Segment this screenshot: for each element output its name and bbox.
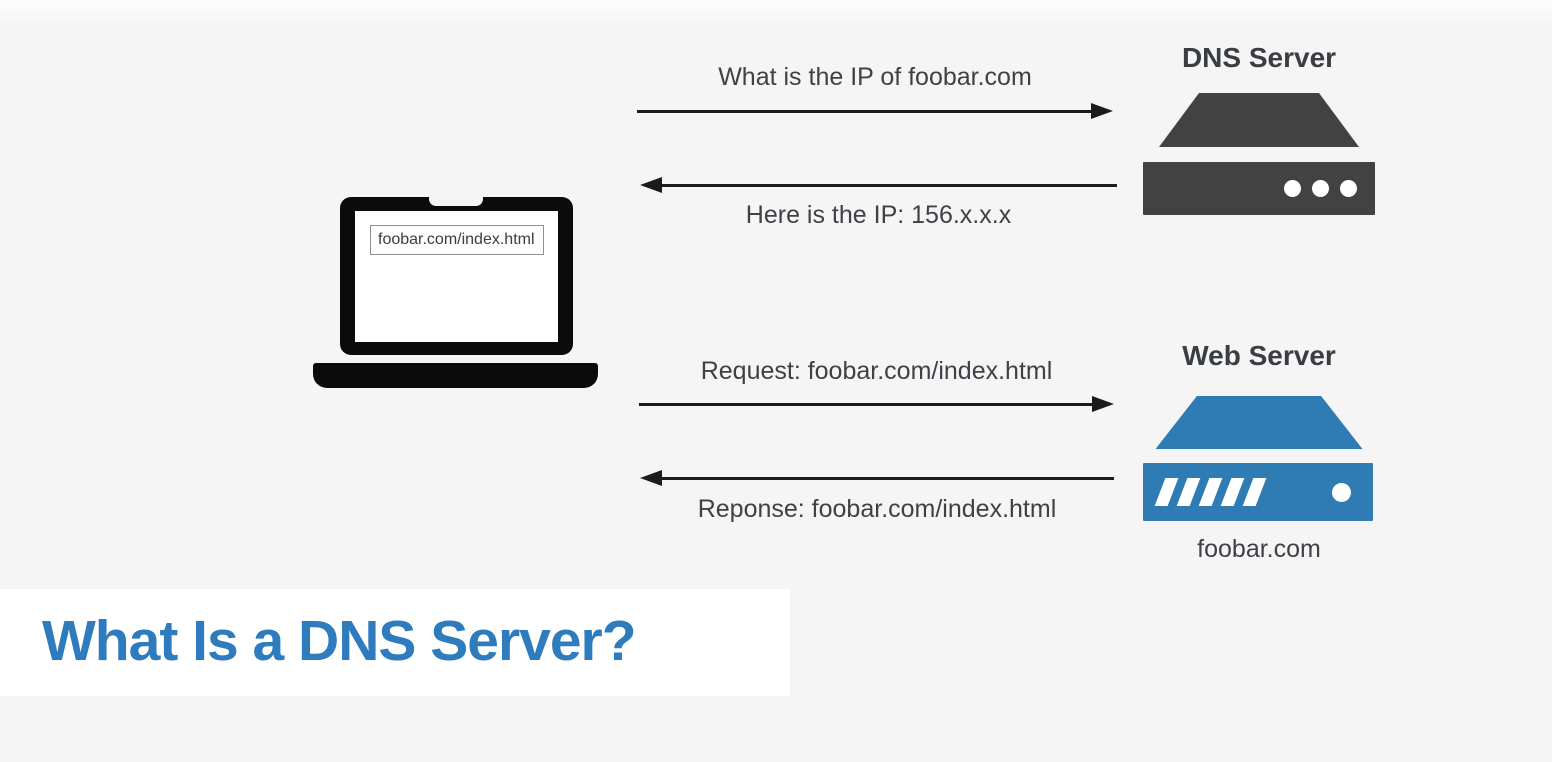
arrow-shaft <box>639 403 1094 406</box>
dns-response-label: Here is the IP: 156.x.x.x <box>745 201 1012 229</box>
web-server-label: Web Server <box>1182 340 1336 371</box>
laptop-icon: foobar.com/index.html <box>313 197 598 389</box>
arrow-left-icon <box>640 177 1117 194</box>
address-bar: foobar.com/index.html <box>370 225 544 255</box>
arrow-shaft <box>660 477 1114 480</box>
arrow-shaft <box>637 110 1093 113</box>
web-response-label: Reponse: foobar.com/index.html <box>697 495 1057 523</box>
server-vent-icon <box>1242 478 1267 506</box>
web-server-icon-chassis <box>1143 463 1373 521</box>
laptop-notch <box>428 197 483 206</box>
dns-request-label: What is the IP of foobar.com <box>718 63 1032 91</box>
server-vent-icon <box>1220 478 1245 506</box>
web-server: Web Server foobar.com <box>1143 340 1375 564</box>
arrow-left-icon <box>640 470 1114 487</box>
server-led-icon <box>1332 482 1351 502</box>
dns-server-icon-lid <box>1159 93 1359 147</box>
laptop-screen: foobar.com/index.html <box>340 197 573 355</box>
web-server-domain: foobar.com <box>1197 535 1321 563</box>
arrow-head <box>640 177 662 193</box>
web-server-icon-lid <box>1155 396 1363 449</box>
arrow-head <box>1091 103 1113 119</box>
server-vent-icon <box>1176 478 1201 506</box>
laptop-base <box>313 363 598 388</box>
laptop-screen-content: foobar.com/index.html <box>355 211 558 342</box>
server-vent-icon <box>1154 478 1179 506</box>
arrow-head <box>1092 396 1114 412</box>
dns-server: DNS Server <box>1143 42 1375 215</box>
server-led-icon <box>1284 180 1301 197</box>
dns-server-icon-chassis <box>1143 162 1375 215</box>
title-band: What Is a DNS Server? <box>0 589 790 696</box>
web-request-label: Request: foobar.com/index.html <box>700 357 1053 385</box>
server-led-icon <box>1340 180 1357 197</box>
arrow-right-icon <box>637 103 1113 120</box>
address-bar-text: foobar.com/index.html <box>378 231 535 248</box>
page-title: What Is a DNS Server? <box>42 608 637 673</box>
dns-server-label: DNS Server <box>1181 42 1337 73</box>
arrow-right-icon <box>639 396 1114 413</box>
arrow-shaft <box>660 184 1117 187</box>
server-led-icon <box>1312 180 1329 197</box>
arrow-head <box>640 470 662 486</box>
server-vent-icon <box>1198 478 1223 506</box>
